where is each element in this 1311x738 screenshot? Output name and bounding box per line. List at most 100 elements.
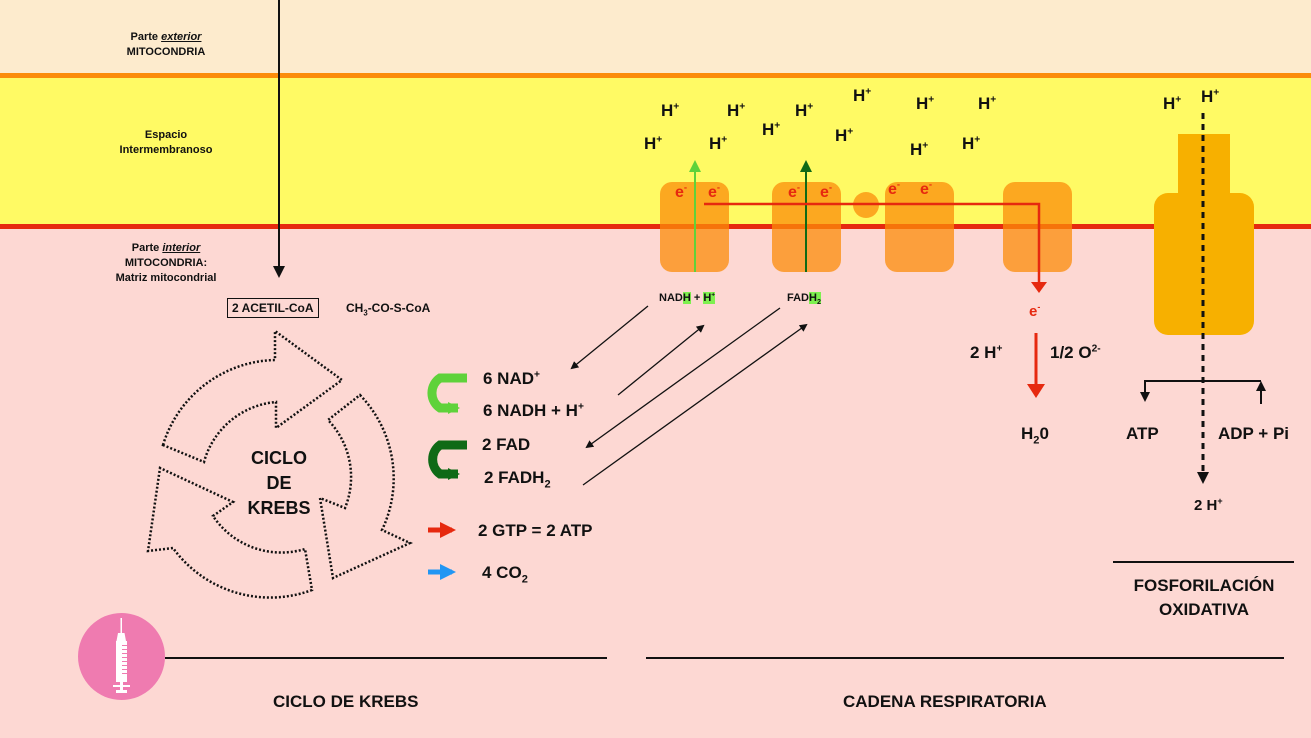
logo [78, 613, 165, 700]
fadh-to-complex-arrow [582, 323, 808, 486]
nad-product: 6 NAD+ [483, 369, 540, 389]
fadh-label-a: FAD [787, 292, 809, 304]
footer-chain-title: CADENA RESPIRATORIA [843, 692, 1047, 711]
water-protons-sup: + [996, 343, 1003, 355]
complex-iv [1003, 182, 1072, 272]
co2-sub: 2 [521, 573, 528, 586]
oxphos-title: FOSFORILACIÓN OXIDATIVA [1110, 574, 1298, 622]
proton-charge: + [807, 101, 814, 113]
electron-label: e- [708, 182, 721, 202]
water-protons-text: 2 H [970, 343, 997, 362]
cycle-label-line1: CICLO [251, 448, 307, 468]
fadh2-text: 2 FADH [484, 468, 545, 487]
nadh-label-a: NAD [659, 292, 683, 304]
electron-path [704, 202, 1041, 288]
krebs-footer-divider [165, 657, 607, 659]
electron-label: e- [675, 182, 688, 202]
proton-charge: + [656, 134, 663, 146]
electron-label: e- [888, 180, 900, 199]
complex-iii [885, 182, 954, 272]
electron-symbol: e [820, 184, 829, 201]
electron-charge: - [683, 182, 688, 194]
fadh2-product: 2 FADH2 [484, 468, 551, 491]
gtp-product: 2 GTP = 2 ATP [478, 521, 592, 541]
outer-label-prefix: Parte [130, 31, 162, 43]
proton-label: H+ [1201, 87, 1219, 107]
krebs-cycle-label: CICLO DE KREBS [236, 446, 322, 521]
proton-label: H+ [910, 140, 928, 160]
final-electron-sup: - [1037, 302, 1041, 312]
proton-label: H+ [962, 134, 980, 154]
electron-charge: - [716, 182, 721, 194]
electron-symbol: e [920, 181, 929, 198]
proton-symbol: H [1163, 94, 1176, 113]
inner-label-line2: MITOCONDRIA: [124, 257, 208, 269]
electron-symbol: e [888, 181, 897, 198]
electron-symbol: e [708, 184, 717, 201]
proton-charge: + [990, 94, 997, 106]
protons-out-sup: + [1217, 496, 1223, 506]
intermembrane-label: Espacio Intermembranoso [100, 128, 232, 158]
electron-charge: - [928, 179, 933, 191]
fadh-label-hl-text: H [809, 292, 817, 304]
proton-charge: + [928, 94, 935, 106]
gtp-text: 2 GTP = 2 ATP [478, 521, 593, 540]
electron-path-head [1031, 282, 1047, 293]
nadh-product: 6 NADH + H+ [483, 401, 584, 421]
proton-label: H+ [978, 94, 996, 114]
adp-label: ADP + Pi [1218, 424, 1290, 443]
outer-label-line2: MITOCONDRIA [126, 46, 206, 58]
proton-charge: + [673, 101, 680, 113]
fad-cycle-arrow [428, 440, 467, 480]
water-label: H20 [1021, 424, 1049, 446]
inner-label-line3: Matriz mitocondrial [115, 272, 217, 284]
outer-region-label: Parte exterior MITOCONDRIA [100, 30, 232, 60]
final-electron-e: e [1029, 303, 1038, 320]
inner-label-em: interior [162, 242, 201, 254]
intermembrane-label-line1: Espacio [144, 129, 188, 141]
water-b: 0 [1039, 424, 1049, 443]
oxphos-title-line1: FOSFORILACIÓN [1133, 576, 1275, 595]
proton-charge: + [1213, 87, 1220, 99]
electron-label: e- [788, 182, 801, 202]
oxphos-title-line2: OXIDATIVA [1158, 600, 1250, 619]
cycle-label-line3: KREBS [247, 498, 311, 518]
proton-charge: + [1175, 94, 1182, 106]
protons-out-label: 2 H+ [1194, 496, 1223, 515]
intermembrane-label-line2: Intermembranoso [119, 144, 213, 156]
electron-symbol: e [675, 184, 684, 201]
proton-symbol: H [762, 120, 775, 139]
nadh-to-nad-arrow [570, 305, 649, 370]
proton-symbol: H [835, 126, 848, 145]
formula-sub: 3 [363, 308, 368, 318]
fadh-label-sub: 2 [816, 298, 821, 307]
proton-charge: + [739, 101, 746, 113]
electron-charge: - [796, 182, 801, 194]
adp-in-arrowhead [1256, 381, 1266, 391]
electron-label: e- [920, 179, 933, 199]
proton-label: H+ [644, 134, 662, 154]
acetyl-coa-box: 2 ACETIL-CoA [227, 298, 319, 318]
final-electron: e- [1029, 302, 1041, 321]
nadh-label-hl2-text: H [703, 292, 712, 304]
proton-charge: + [847, 126, 854, 138]
cycle-arrow-right [318, 393, 413, 580]
proton-charge: + [865, 86, 872, 98]
nadh-to-complex-arrow [617, 324, 705, 396]
inner-label-prefix: Parte [131, 242, 163, 254]
atp-bracket [1144, 380, 1261, 392]
fadh-label: FADH2 [787, 292, 821, 307]
proton-label: H+ [795, 101, 813, 121]
proton-label: H+ [661, 101, 679, 121]
proton-charge: + [922, 140, 929, 152]
co2-product: 4 CO2 [482, 563, 528, 586]
proton-symbol: H [644, 134, 657, 153]
fad-text: 2 FAD [482, 435, 531, 454]
fadh2-sub: 2 [544, 478, 551, 491]
formula-part-a: CH [346, 301, 364, 315]
proton-label: H+ [853, 86, 871, 106]
outer-label-em: exterior [161, 31, 202, 43]
oxygen-sup: 2- [1091, 343, 1101, 355]
water-a: H [1021, 424, 1034, 443]
fadh-label-hl: H2 [809, 292, 821, 307]
